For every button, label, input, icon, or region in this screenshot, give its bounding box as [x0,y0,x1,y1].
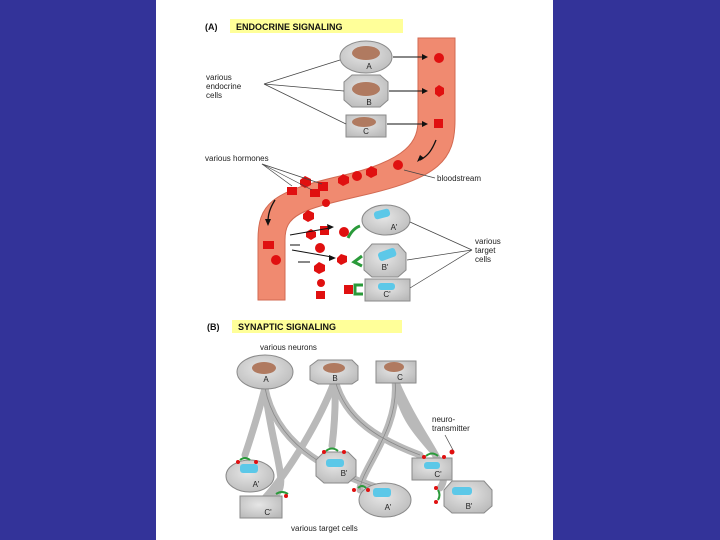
synaptic-target-a-prime-1: A' [225,459,275,493]
hormone [434,119,443,128]
hormone [434,53,444,63]
cell-label: B' [341,469,348,478]
cell-label: C' [434,470,442,479]
bound-hormone [344,285,353,294]
cell-label: A' [253,480,260,489]
title-b-highlight [232,320,402,333]
section-a-title: ENDOCRINE SIGNALING [236,22,343,32]
receptor [353,283,363,296]
target-cell-b-prime: B' [337,243,407,278]
nucleus [352,117,376,127]
hormone [435,85,444,97]
hormones-label: various hormones [205,154,269,163]
nucleus [373,488,391,497]
target-cell-c-prime: C' [344,278,411,302]
endocrine-label-line3: cells [206,91,222,100]
neurotransmitter-label-line2: transmitter [432,424,470,433]
neurotransmitter-label-line1: neuro- [432,415,455,424]
target-cell-a-prime: A' [339,204,411,239]
neuron-label: C [397,373,403,382]
neuron-a: A [236,354,294,390]
neuron-label: B [332,374,337,383]
nucleus [384,362,404,372]
nucleus [378,248,397,261]
nucleus [378,283,395,290]
bound-hormone [337,254,347,265]
cell-label: C [363,127,369,136]
endocrine-cell-b: B [343,74,389,108]
section-b-letter: (B) [207,322,220,332]
section-b-title: SYNAPTIC SIGNALING [238,322,336,332]
synaptic-target-b-prime-1: B' [315,451,357,484]
neurotransmitter-leader-line [444,434,454,451]
neuron-c: C [375,360,417,384]
axon-outlines [264,379,421,491]
neuron-label: A [263,375,269,384]
receptor [351,254,363,268]
target-leader-lines [406,221,473,289]
nucleus [352,82,380,96]
section-a-letter: (A) [205,22,218,32]
nucleus [240,464,258,473]
nucleus [323,363,345,373]
cell-label: A' [391,223,398,232]
hormones-in-stream [263,160,403,299]
bloodstream-vessel [257,37,456,301]
cell-label: B' [466,502,473,511]
nucleus [373,208,391,220]
hormones-leader-lines [261,163,323,191]
endocrine-label-line1: various [206,73,232,82]
target-label-line2: target [475,246,496,255]
endocrine-leader-lines [263,59,347,125]
various-target-cells-label: various target cells [291,524,358,533]
endocrine-label-line2: endocrine [206,82,242,91]
title-a-highlight [230,19,403,33]
cell-label: A' [385,503,392,512]
target-label-line3: cells [475,255,491,264]
nucleus [452,487,472,495]
neuron-b: B [309,359,359,385]
nucleus [424,462,440,469]
synapses [236,447,455,504]
nucleus [352,46,380,60]
nucleus [252,362,276,374]
cell-label: C' [264,508,272,517]
synaptic-target-b-prime-2: B' [443,480,493,514]
synaptic-target-c-prime-1: C' [411,457,453,481]
cell-label: A [366,62,372,71]
cell-label: B [366,98,371,107]
bound-hormone [339,227,349,237]
synaptic-target-c-prime-2: C' [239,495,283,519]
endocrine-cell-a: A [339,40,393,74]
target-label-line1: various [475,237,501,246]
neurons-label: various neurons [260,343,317,352]
cell-label: C' [383,290,391,299]
cell-label: B' [382,263,389,272]
bloodstream-label: bloodstream [437,174,481,183]
synaptic-target-a-prime-2: A' [358,482,412,518]
receptor [346,224,361,239]
endocrine-cell-c: C [345,114,387,138]
nucleus [326,459,344,467]
